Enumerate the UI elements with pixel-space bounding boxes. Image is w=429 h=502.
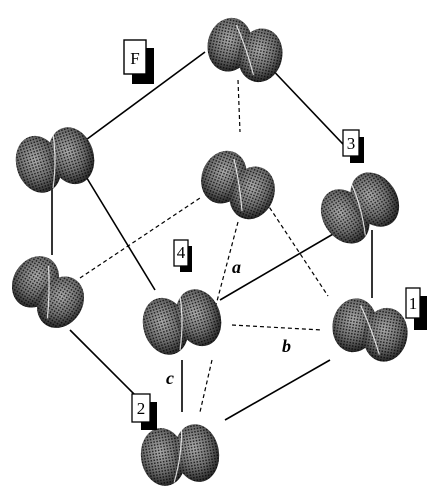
- label-4: 4: [177, 243, 186, 262]
- cell-edges-dashed: [79, 79, 329, 413]
- label-box-2: 2: [131, 393, 157, 430]
- axis-label-c: c: [166, 368, 174, 388]
- label-box-f: F: [123, 39, 154, 84]
- orbital-center-back: [192, 143, 284, 227]
- label-f: F: [130, 49, 139, 68]
- orbital-left-middle: [0, 243, 100, 341]
- orbital-upper-left: [8, 120, 102, 200]
- label-1: 1: [409, 294, 418, 313]
- label-box-3: 3: [342, 129, 364, 163]
- cell-edges-solid: [51, 51, 373, 421]
- orbital-center-4: [135, 282, 229, 362]
- orbital-top: [193, 1, 297, 99]
- axis-label-b: b: [282, 336, 291, 356]
- label-3: 3: [347, 134, 356, 153]
- label-2: 2: [137, 399, 146, 418]
- label-box-4: 4: [173, 239, 192, 272]
- orbital-right-3: [304, 158, 416, 258]
- label-box-1: 1: [405, 287, 427, 330]
- axis-label-a: a: [232, 257, 241, 277]
